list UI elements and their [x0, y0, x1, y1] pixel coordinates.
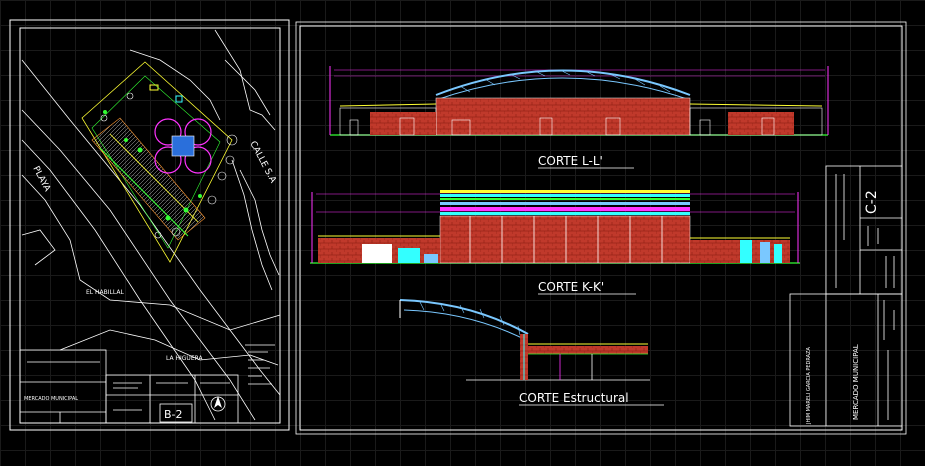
site-map — [21, 29, 281, 421]
section-k-title: CORTE K-K' — [538, 280, 604, 294]
section-k-elevation — [310, 190, 800, 264]
section-structural-title: CORTE Estructural — [519, 391, 629, 405]
sheet-left[interactable]: PLAYA CALLE S.A EL HABILLAL LA HIGUERA M… — [9, 19, 290, 431]
map-label-el-habillal: EL HABILLAL — [86, 289, 124, 296]
sheet-left-border — [9, 19, 290, 431]
section-l-elevation — [329, 66, 829, 136]
north-arrow-icon — [210, 396, 226, 412]
sheet-left-number: B-2 — [164, 408, 183, 421]
map-label-la-higuera: LA HIGUERA — [166, 355, 204, 362]
section-l-title: CORTE L-L' — [538, 154, 603, 168]
title-left-project: MERCADO MUNICIPAL — [24, 396, 78, 402]
title-block-left — [19, 344, 275, 424]
section-structural — [399, 299, 650, 381]
sheet-right-number: C-2 — [864, 190, 880, 214]
sheet-right-outer-border — [295, 21, 907, 435]
building-plan — [81, 61, 238, 263]
map-label-calle: CALLE S.A — [247, 140, 278, 186]
title-right-author: JHIM MARELI GARCIA PEDRAZA — [806, 347, 812, 425]
sheet-right[interactable]: CORTE L-L' — [295, 21, 907, 435]
title-block-right — [789, 165, 903, 427]
title-right-project: MERCADO MUNICIPAL — [852, 344, 860, 420]
